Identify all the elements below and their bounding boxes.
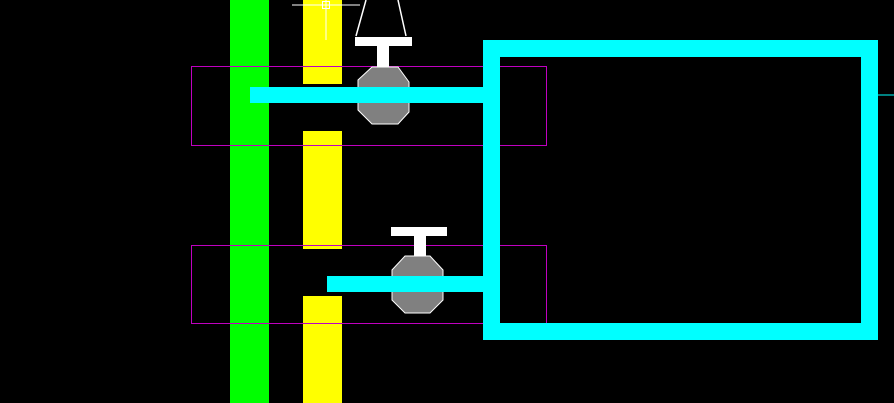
cyan-pipe-lower[interactable] bbox=[327, 276, 490, 292]
selection-box-upper bbox=[191, 66, 547, 146]
cyan-pipe-upper[interactable] bbox=[250, 87, 490, 103]
valve-top-handle[interactable] bbox=[355, 37, 412, 46]
yellow-pipe-segment-middle[interactable] bbox=[303, 131, 342, 249]
green-vertical-pipe[interactable] bbox=[230, 0, 269, 403]
valve-bottom-handle[interactable] bbox=[391, 227, 447, 236]
valve-bottom-stem bbox=[414, 236, 426, 258]
valve-top-stem bbox=[377, 46, 389, 68]
selection-box-lower bbox=[191, 245, 547, 324]
yellow-pipe-segment-top[interactable] bbox=[303, 0, 342, 84]
yellow-pipe-segment-bottom[interactable] bbox=[303, 296, 342, 403]
valve-top-funnel-outline bbox=[355, 0, 407, 37]
crosshair-icon bbox=[292, 0, 360, 40]
cyan-box-frame[interactable] bbox=[483, 40, 878, 340]
